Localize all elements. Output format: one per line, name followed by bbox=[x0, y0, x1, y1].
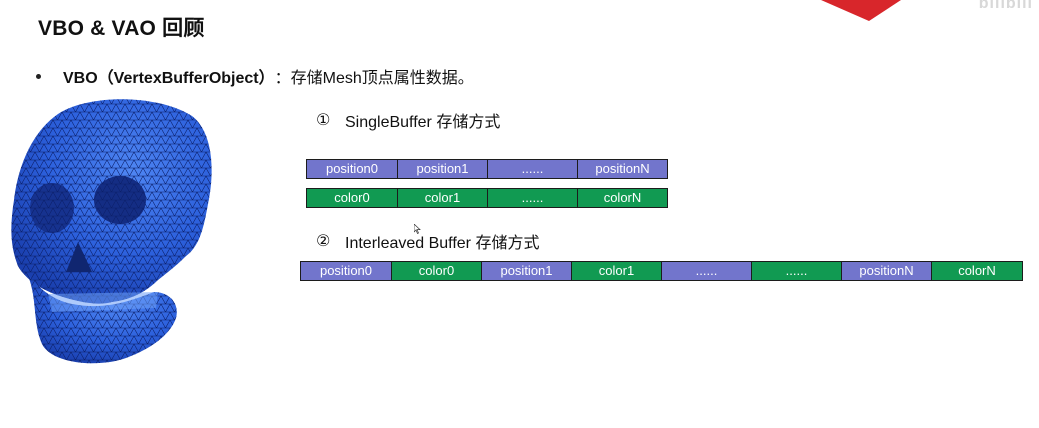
buffer-cell: position0 bbox=[301, 262, 392, 280]
interleaved-buffer-heading-text: Interleaved Buffer 存储方式 bbox=[345, 235, 540, 252]
buffer-cell: ...... bbox=[752, 262, 842, 280]
interleaved-buffer-heading: ② Interleaved Buffer 存储方式 bbox=[316, 229, 539, 253]
circled-number-2: ② bbox=[316, 233, 331, 250]
buffer-cell: positionN bbox=[842, 262, 932, 280]
vbo-bullet-text: ：存储Mesh顶点属性数据。 bbox=[274, 70, 474, 87]
logo-icon bbox=[821, 0, 901, 27]
vbo-bullet-label: VBO（VertexBufferObject） bbox=[63, 70, 275, 87]
interleaved-buffer-row: position0 color0 position1 color1 ......… bbox=[300, 261, 1023, 281]
buffer-cell: color1 bbox=[398, 189, 488, 207]
buffer-cell: ...... bbox=[488, 160, 578, 178]
buffer-cell: colorN bbox=[932, 262, 1022, 280]
buffer-cell: positionN bbox=[578, 160, 667, 178]
watermark-text: bilibili bbox=[978, 0, 1033, 12]
single-buffer-color-row: color0 color1 ...... colorN bbox=[306, 188, 668, 208]
vbo-bullet: VBO（VertexBufferObject） ：存储Mesh顶点属性数据。 bbox=[36, 64, 474, 88]
buffer-cell: position1 bbox=[398, 160, 488, 178]
single-buffer-heading: ① SingleBuffer 存储方式 bbox=[316, 108, 500, 132]
circled-number-1: ① bbox=[316, 112, 331, 129]
buffer-cell: ...... bbox=[662, 262, 752, 280]
buffer-cell: color0 bbox=[392, 262, 482, 280]
buffer-cell: position1 bbox=[482, 262, 572, 280]
bullet-dot-icon bbox=[36, 73, 41, 79]
buffer-cell: color1 bbox=[572, 262, 662, 280]
buffer-cell: color0 bbox=[307, 189, 398, 207]
skull-mesh-image bbox=[8, 96, 222, 373]
single-buffer-position-row: position0 position1 ...... positionN bbox=[306, 159, 668, 179]
slide-title: VBO & VAO 回顾 bbox=[38, 17, 205, 40]
single-buffer-heading-text: SingleBuffer 存储方式 bbox=[345, 114, 501, 131]
cursor-icon bbox=[413, 221, 421, 239]
buffer-cell: position0 bbox=[307, 160, 398, 178]
buffer-cell: ...... bbox=[488, 189, 578, 207]
buffer-cell: colorN bbox=[578, 189, 667, 207]
